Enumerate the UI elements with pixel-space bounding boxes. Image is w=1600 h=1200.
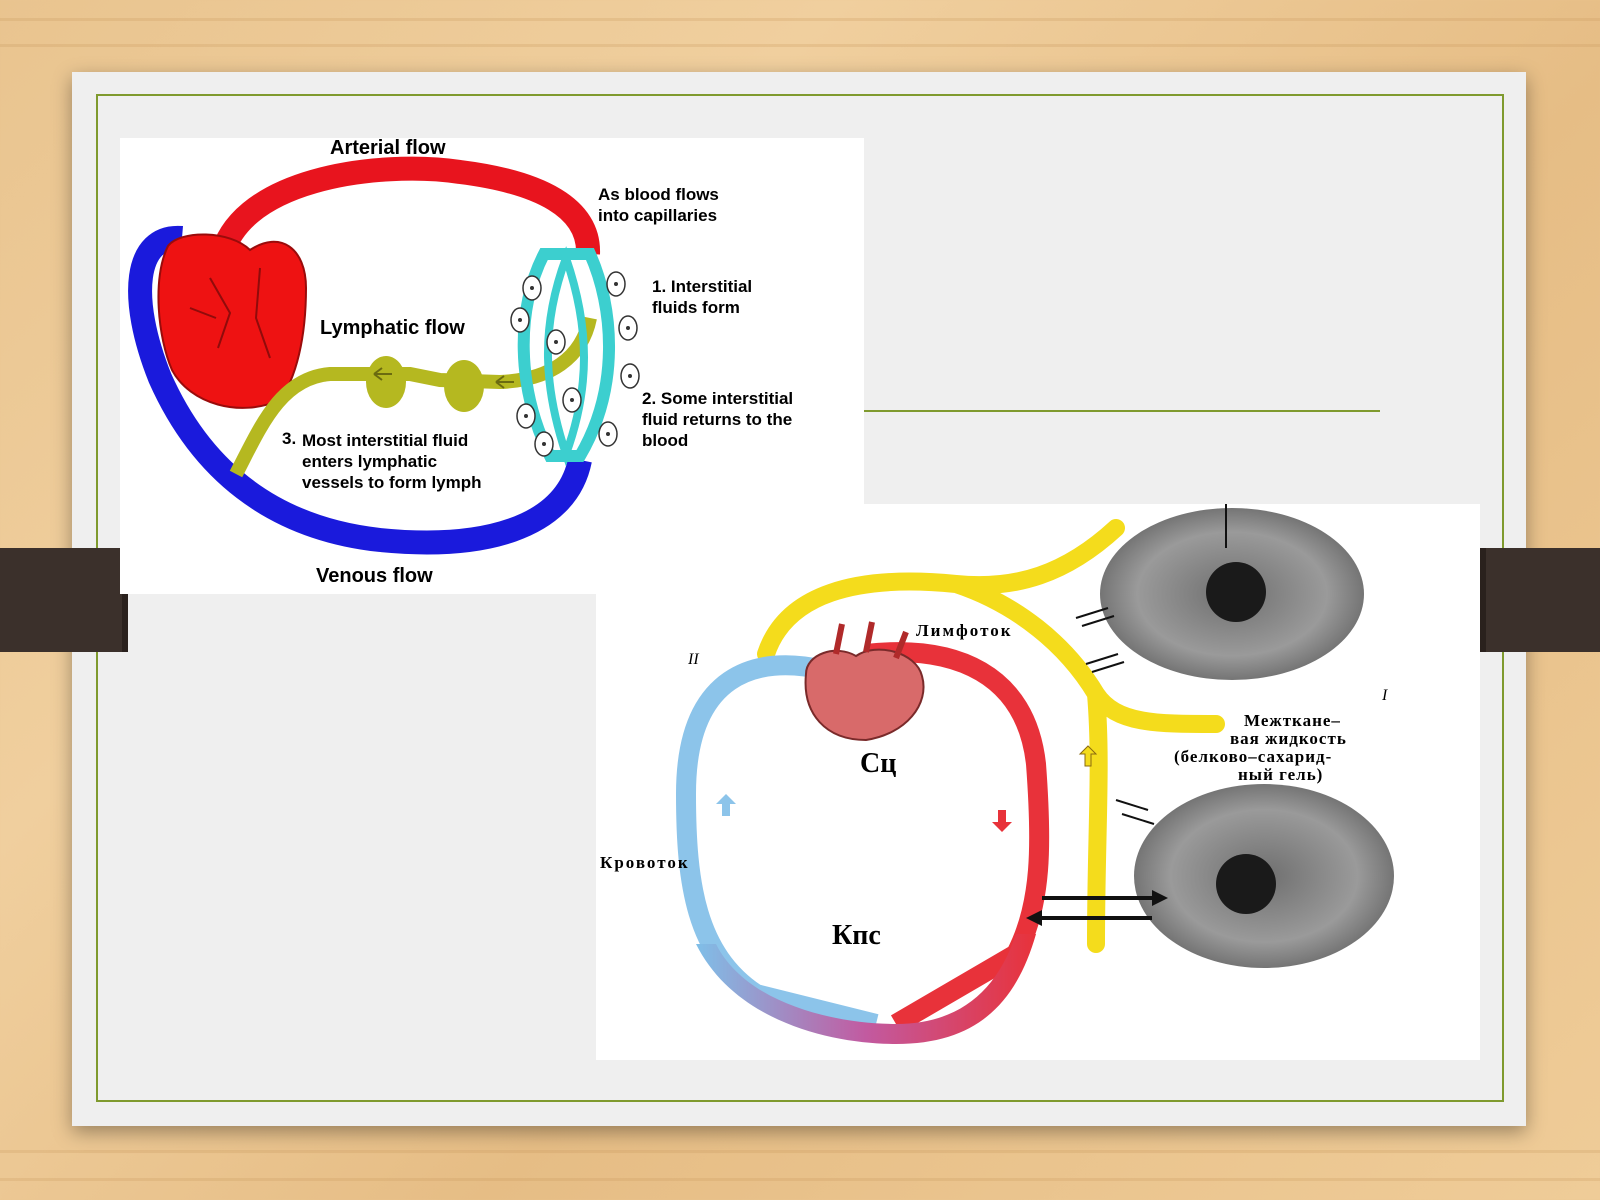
russian-diagram-svg: II I Лимфоток Сц Кровоток Кпс Межткане– … [600, 504, 1394, 1044]
interstitial-line3: (белково–сахарид- [1174, 747, 1332, 766]
artery-vessel [864, 642, 1050, 1033]
venous-vessel [128, 225, 592, 555]
capillary-label: Кпс [832, 920, 881, 951]
capillaries-note-line1: As blood flows [598, 185, 719, 204]
interstitial-line4: ный гель) [1238, 765, 1323, 784]
cell-nucleus-bottom [1216, 854, 1276, 914]
lymph-node-1 [366, 356, 406, 408]
divider-line [862, 410, 1380, 412]
arterial-vessel [208, 156, 600, 269]
lymph-node-2 [444, 360, 484, 412]
binder-clip-right [1480, 548, 1600, 652]
lymph-up-arrow-icon [1078, 745, 1098, 767]
binder-clip-left [0, 548, 128, 652]
lymph-vessels [757, 519, 1225, 953]
heart-aorta-icon [833, 621, 909, 660]
step3-line2: enters lymphatic [302, 452, 437, 471]
down-arrow-icon [992, 810, 1012, 832]
blood-flow-label: Кровоток [600, 853, 690, 872]
lymph-flow-label: Лимфоток [916, 621, 1013, 640]
lymphatic-flow-label: Lymphatic flow [320, 317, 465, 339]
circulation-diagram-english: Arterial flow Lymphatic flow Venous flow… [120, 137, 864, 594]
circulation-diagram-svg: Arterial flow Lymphatic flow Venous flow… [128, 137, 793, 587]
heart-label: Сц [860, 748, 896, 779]
heart-icon [804, 648, 925, 742]
capillaries-note-line2: into capillaries [598, 206, 717, 225]
small-exchange-arrows-icon [1075, 607, 1155, 825]
roman-two-label: II [687, 651, 699, 668]
lymphatic-vessel [229, 316, 597, 478]
heart-vessels-icon [189, 267, 271, 359]
capillary-network [696, 934, 1036, 1044]
exchange-arrows-icon [1042, 896, 1152, 920]
step2-line2: fluid returns to the [642, 410, 792, 429]
step1-line1: 1. Interstitial [652, 277, 752, 296]
interstitial-line2: вая жидкость [1230, 729, 1347, 748]
heart-icon [157, 233, 308, 409]
up-arrow-icon [716, 794, 736, 816]
capillary-inner [543, 246, 588, 467]
step1-line2: fluids form [652, 298, 740, 317]
roman-one-label: I [1381, 687, 1388, 704]
step2-line3: blood [642, 431, 688, 450]
cell-nucleus-top [1206, 562, 1266, 622]
venous-flow-label: Venous flow [316, 565, 433, 587]
lymph-arrow-icon [495, 375, 514, 389]
step3-number: 3. [282, 429, 296, 448]
lymph-arrow-icon [373, 367, 392, 381]
exchange-arrowheads-icon [1026, 890, 1168, 926]
step3-line1: Most interstitial fluid [302, 431, 468, 450]
arterial-flow-label: Arterial flow [330, 138, 446, 159]
interstitial-line1: Межткане– [1244, 711, 1341, 730]
step3-line3: vessels to form lymph [302, 473, 482, 492]
circulation-diagram-russian: II I Лимфоток Сц Кровоток Кпс Межткане– … [596, 504, 1480, 1060]
step2-line1: 2. Some interstitial [642, 389, 793, 408]
